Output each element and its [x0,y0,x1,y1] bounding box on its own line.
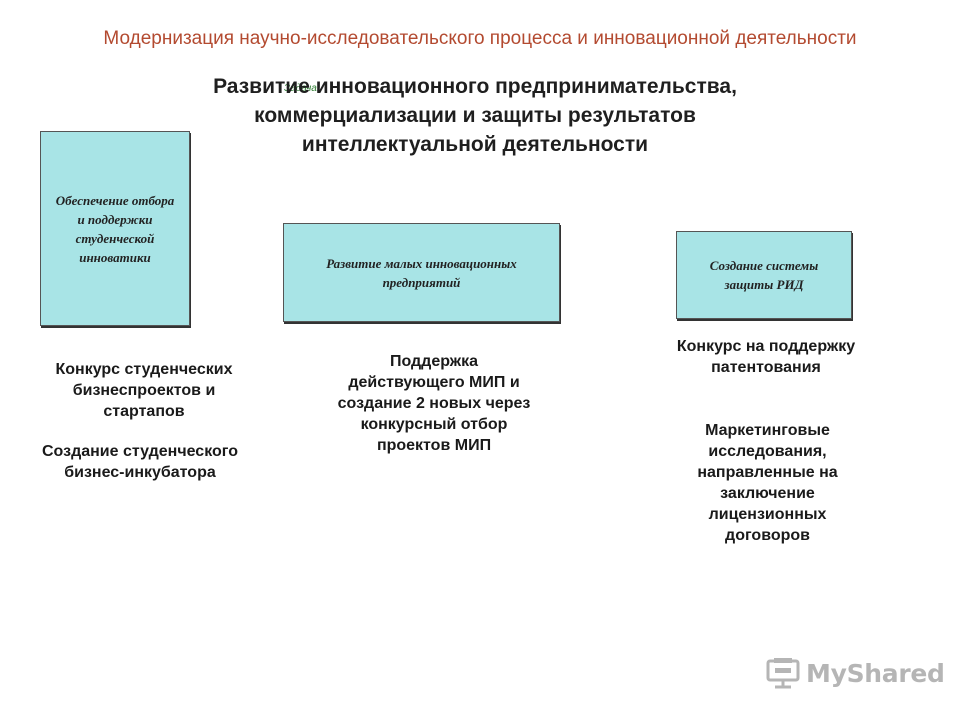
box-student-innovation: Обеспечение отбора и поддержки студенчес… [40,131,190,326]
box-rid-protection-text: Создание системы защиты РИД [709,258,819,292]
column-2-item-1: Поддержка действующего МИП и создание 2 … [337,353,531,454]
column-1-item-1: Конкурс студенческих бизнеспроектов и ст… [55,361,233,420]
task-text: Развитие инновационного предпринимательс… [213,75,737,156]
column-3-item-1: Конкурс на поддержку патентования [676,338,856,376]
box-student-innovation-text: Обеспечение отбора и поддержки студенчес… [55,192,175,265]
presentation-board-icon [766,658,800,689]
box-small-enterprises: Развитие малых инновационных предприятий [283,223,560,322]
box-small-enterprises-text: Развитие малых инновационных предприятий [326,255,517,290]
column-1-item-2: Создание студенческого бизнес-инкубатора [42,443,238,481]
slide-title: Модернизация научно-исследовательского п… [103,28,857,49]
task-label: Задача: [284,83,320,94]
box-rid-protection: Создание системы защиты РИД [676,231,852,319]
column-3-item-2: Маркетинговые исследования, направленные… [697,422,838,544]
watermark-text: MyShared [806,658,945,688]
watermark-logo: MyShared [766,656,945,690]
